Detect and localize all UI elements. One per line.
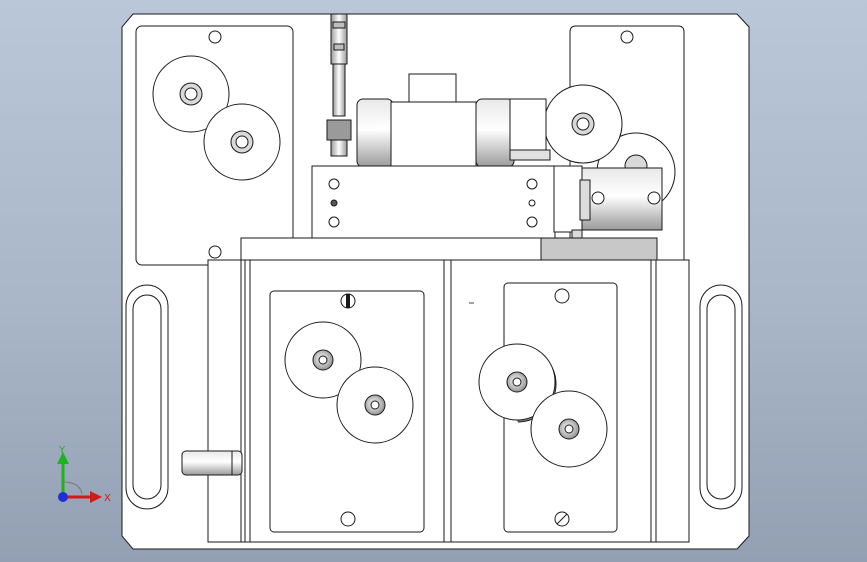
crossbar: [240, 237, 542, 261]
axis-y-label: Y: [58, 445, 66, 456]
cylinder-cap-top: [408, 73, 457, 103]
cylinder-body-right: [475, 98, 515, 168]
slide-block: [311, 165, 556, 239]
coordinate-triad: Y X: [57, 445, 111, 504]
axis-x-label: X: [104, 493, 111, 504]
cylinder-block: [390, 101, 477, 169]
cylinder-body-left: [356, 98, 394, 168]
side-guide: [553, 165, 583, 233]
locating-pin: [181, 450, 243, 476]
